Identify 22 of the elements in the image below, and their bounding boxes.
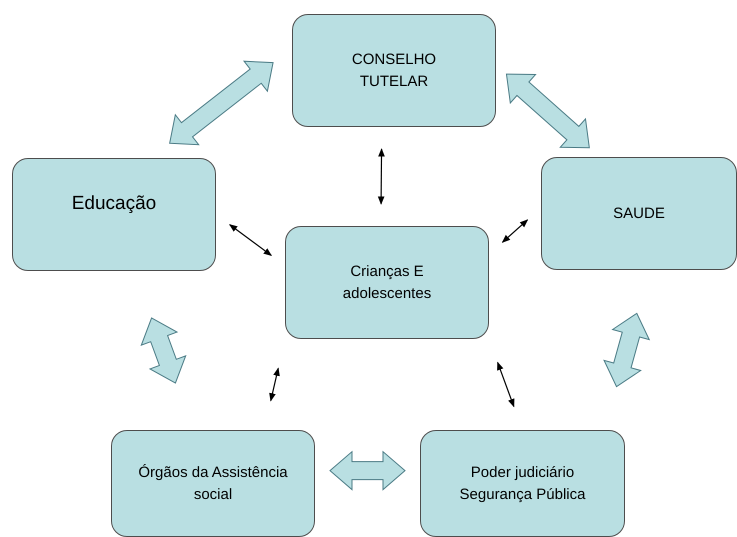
node-label: SAUDE [613,204,665,224]
block-arrow [506,74,590,148]
arrow [229,224,272,256]
block-arrow [169,60,274,146]
arrow [269,367,280,402]
block-arrow [140,317,187,384]
arrow [378,148,385,205]
block-arrow [603,312,650,388]
rounded-box [292,14,496,127]
node-label: Educação [72,192,156,214]
rounded-box [111,430,315,537]
rounded-box [12,158,216,271]
node-label: CONSELHO TUTELAR [350,50,438,92]
node-label: Crianças E adolescentes [342,262,432,304]
rounded-box [541,157,737,270]
rounded-box [420,430,625,537]
arrow [502,219,528,243]
node-label: Poder judiciário Segurança Pública [458,462,586,504]
arrow [497,362,514,408]
node-label: Órgãos da Assistência social [137,462,289,504]
rounded-box [285,226,489,339]
block-arrow [329,450,406,491]
